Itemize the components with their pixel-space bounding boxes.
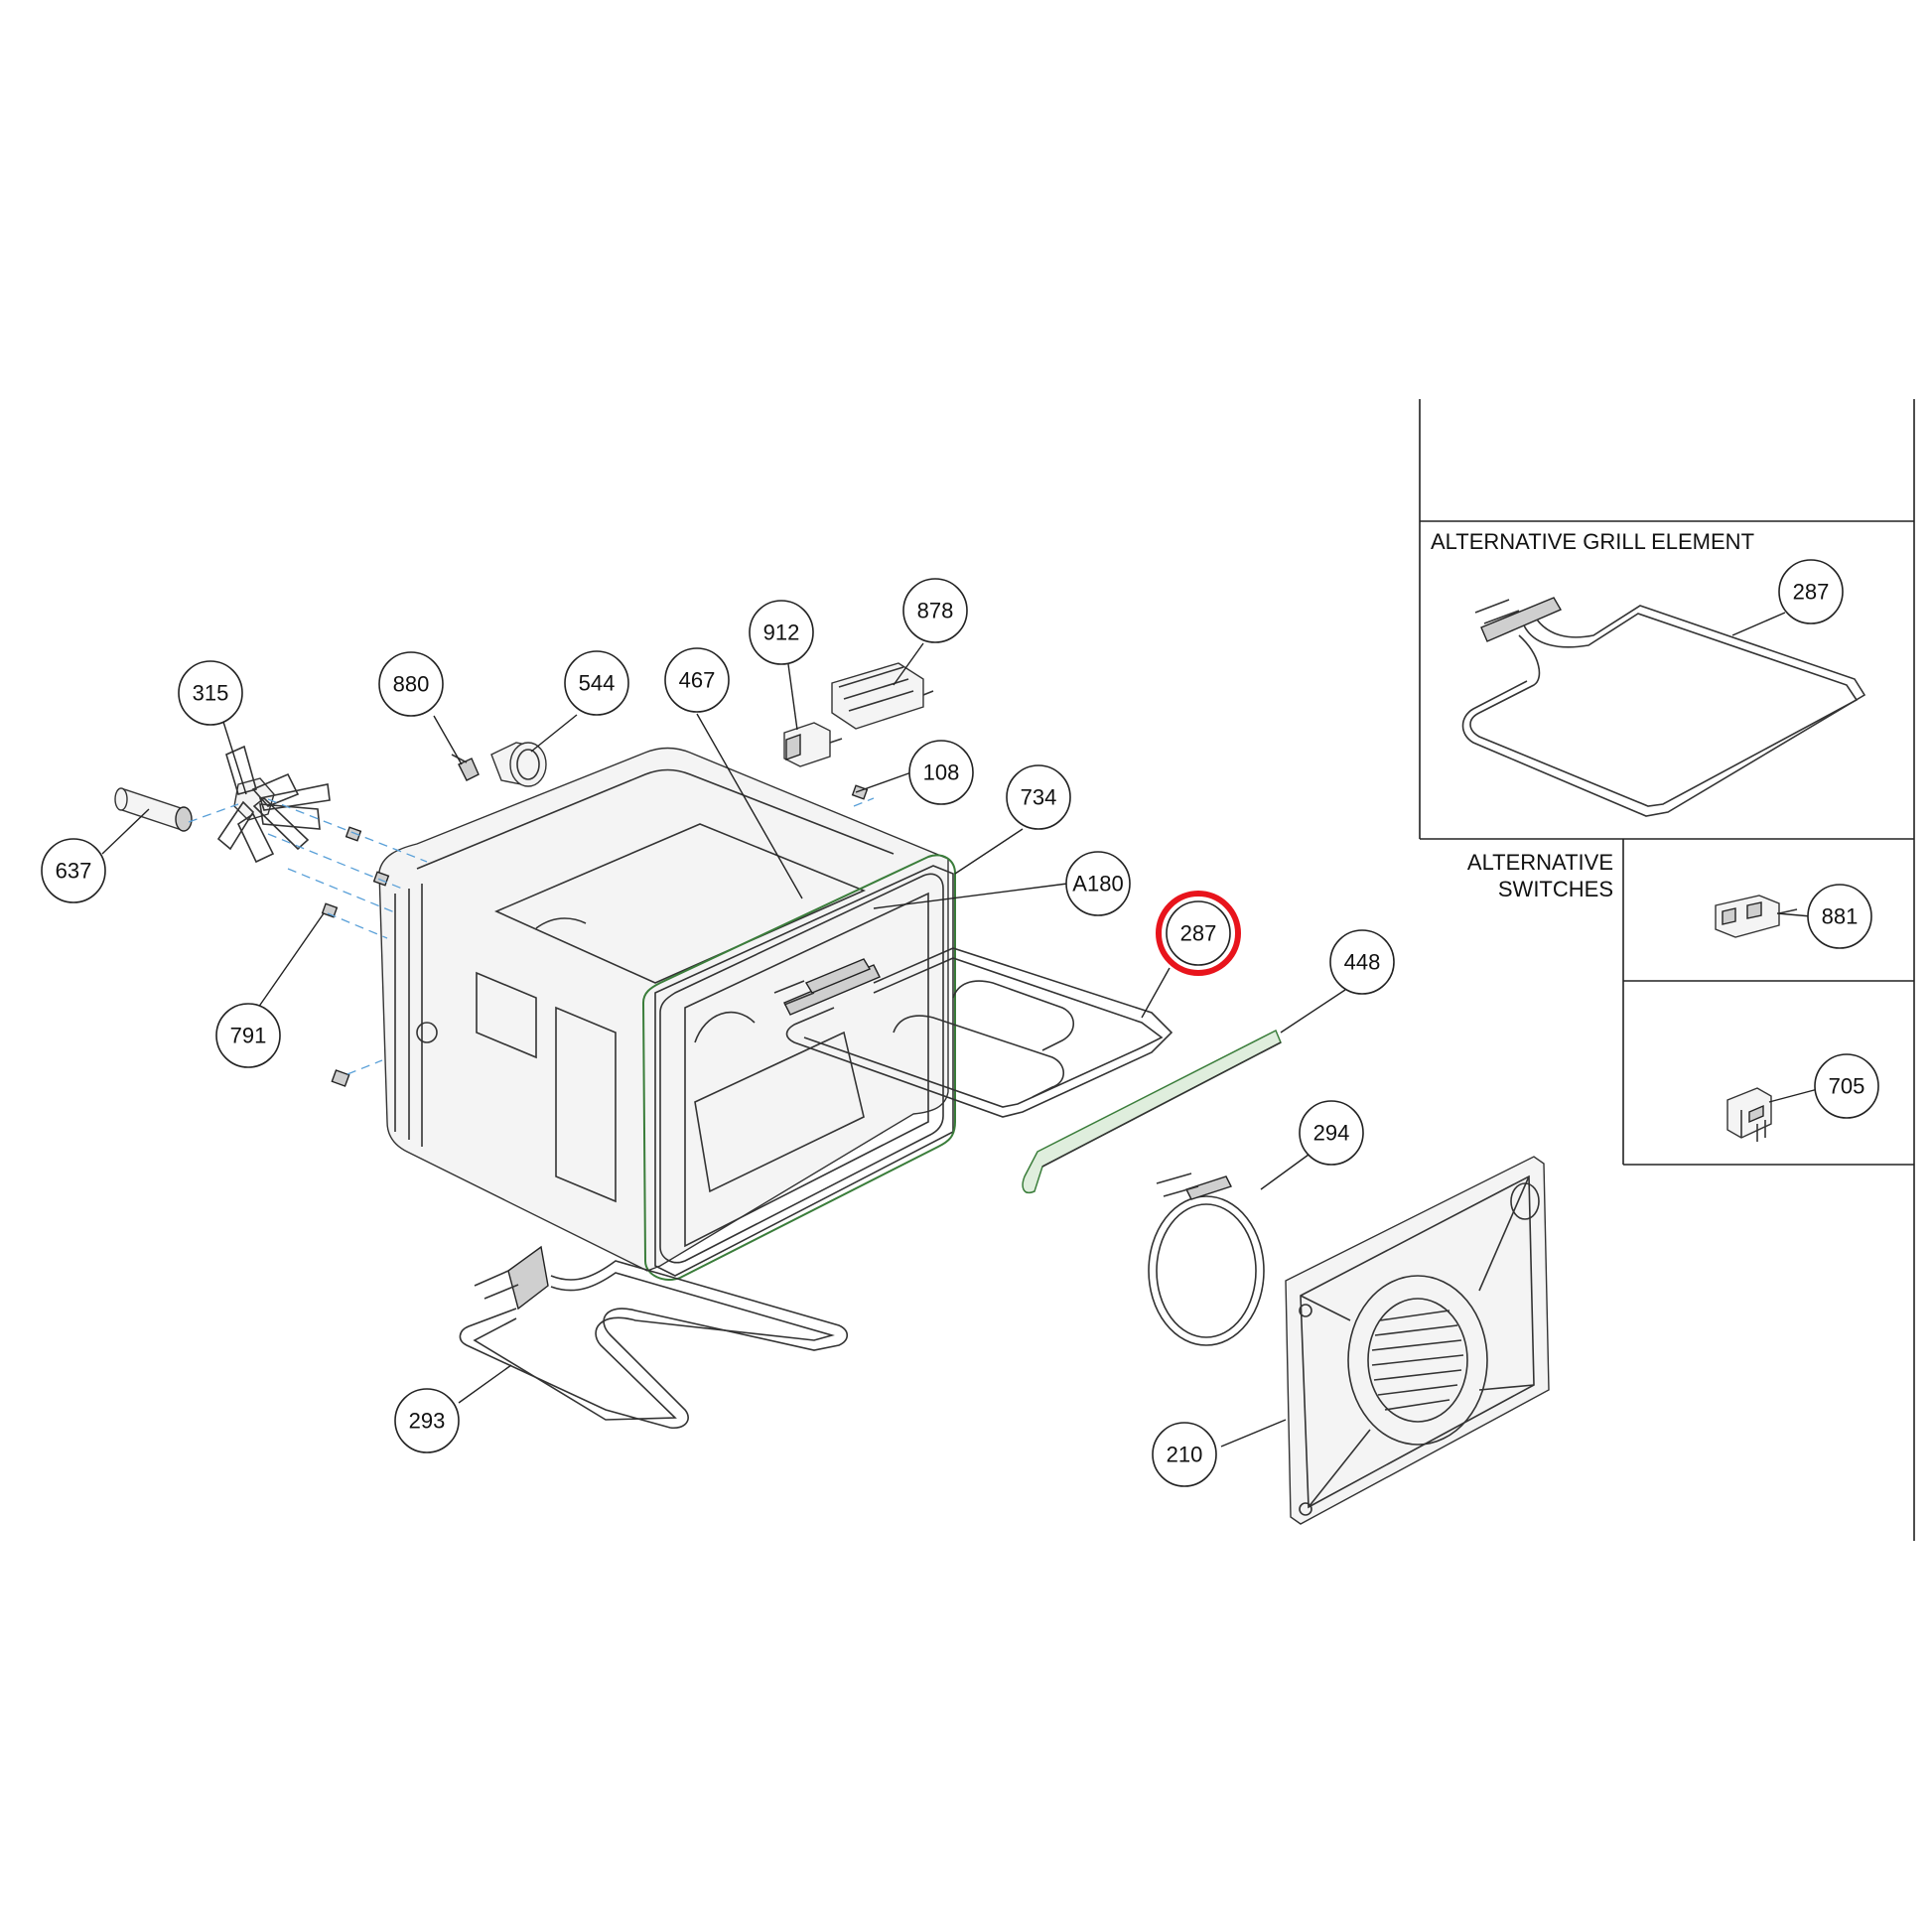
back-panel-210-part <box>1285 1156 1550 1525</box>
small-nuts-part <box>321 784 869 1087</box>
svg-text:880: 880 <box>393 672 430 697</box>
svg-text:287: 287 <box>1180 921 1217 946</box>
callout-734[interactable]: 734 <box>1006 764 1071 830</box>
callout-448[interactable]: 448 <box>1329 929 1395 995</box>
svg-text:878: 878 <box>917 599 954 623</box>
callout-878[interactable]: 878 <box>902 578 968 643</box>
svg-text:108: 108 <box>923 760 960 785</box>
svg-text:734: 734 <box>1021 785 1057 810</box>
leader-lines <box>101 612 1819 1448</box>
svg-text:544: 544 <box>579 671 616 696</box>
switch-705-part <box>1726 1087 1772 1142</box>
svg-text:210: 210 <box>1167 1443 1203 1467</box>
fan-grille <box>1371 1310 1464 1411</box>
callout-544[interactable]: 544 <box>564 650 629 716</box>
callout-287[interactable]: 287 <box>1166 900 1231 966</box>
alternative-switches-title-line2: SWITCHES <box>1498 877 1613 901</box>
callout-294[interactable]: 294 <box>1299 1100 1364 1166</box>
svg-text:912: 912 <box>763 621 800 645</box>
callout-293[interactable]: 293 <box>394 1388 460 1453</box>
switch-912-part <box>783 722 843 767</box>
circular-element-294-part <box>1148 1173 1265 1346</box>
callout-108[interactable]: 108 <box>908 740 974 805</box>
svg-text:637: 637 <box>56 859 92 884</box>
svg-text:705: 705 <box>1829 1074 1865 1099</box>
callout-A180[interactable]: A180 <box>1065 851 1131 916</box>
svg-text:881: 881 <box>1822 904 1859 929</box>
svg-text:287: 287 <box>1793 580 1830 605</box>
callout-705[interactable]: 705 <box>1814 1053 1879 1119</box>
alternative-grill-element-title: ALTERNATIVE GRILL ELEMENT <box>1431 529 1754 554</box>
callout-467[interactable]: 467 <box>664 647 730 713</box>
callout-880[interactable]: 880 <box>378 651 444 717</box>
heat-shield-448-part <box>1022 1029 1282 1193</box>
assembly-axis-lines <box>188 797 875 1075</box>
alternative-switches-title-line1: ALTERNATIVE <box>1467 850 1613 875</box>
callout-210[interactable]: 210 <box>1152 1422 1217 1487</box>
door-gasket-734-part <box>641 854 956 1281</box>
svg-text:448: 448 <box>1344 950 1381 975</box>
highlight-ring-287 <box>1156 891 1241 976</box>
terminal-block-878-part <box>831 662 934 730</box>
grill-element-287-part <box>773 947 1173 1118</box>
callout-637[interactable]: 637 <box>41 838 106 903</box>
fan-315-part <box>216 745 331 864</box>
callout-912[interactable]: 912 <box>749 600 814 665</box>
svg-text:791: 791 <box>230 1024 267 1048</box>
callout-287-alternative[interactable]: 287 <box>1778 559 1844 624</box>
callout-315[interactable]: 315 <box>178 660 243 726</box>
oven-cavity-part <box>378 747 954 1277</box>
motor-shaft-637-part <box>114 787 193 832</box>
svg-text:293: 293 <box>409 1409 446 1434</box>
thermal-probe-880-part <box>451 754 480 781</box>
svg-text:A180: A180 <box>1072 872 1123 897</box>
bottom-element-293-part <box>459 1245 849 1430</box>
switch-881-part <box>1715 895 1798 938</box>
callout-881[interactable]: 881 <box>1807 884 1872 949</box>
svg-text:467: 467 <box>679 668 716 693</box>
callout-791[interactable]: 791 <box>215 1003 281 1068</box>
inset-panels <box>1419 399 1915 1541</box>
svg-text:315: 315 <box>193 681 229 706</box>
alternative-grill-element-part <box>1461 597 1866 817</box>
svg-text:294: 294 <box>1313 1121 1350 1146</box>
thermostat-544-part <box>490 742 547 787</box>
